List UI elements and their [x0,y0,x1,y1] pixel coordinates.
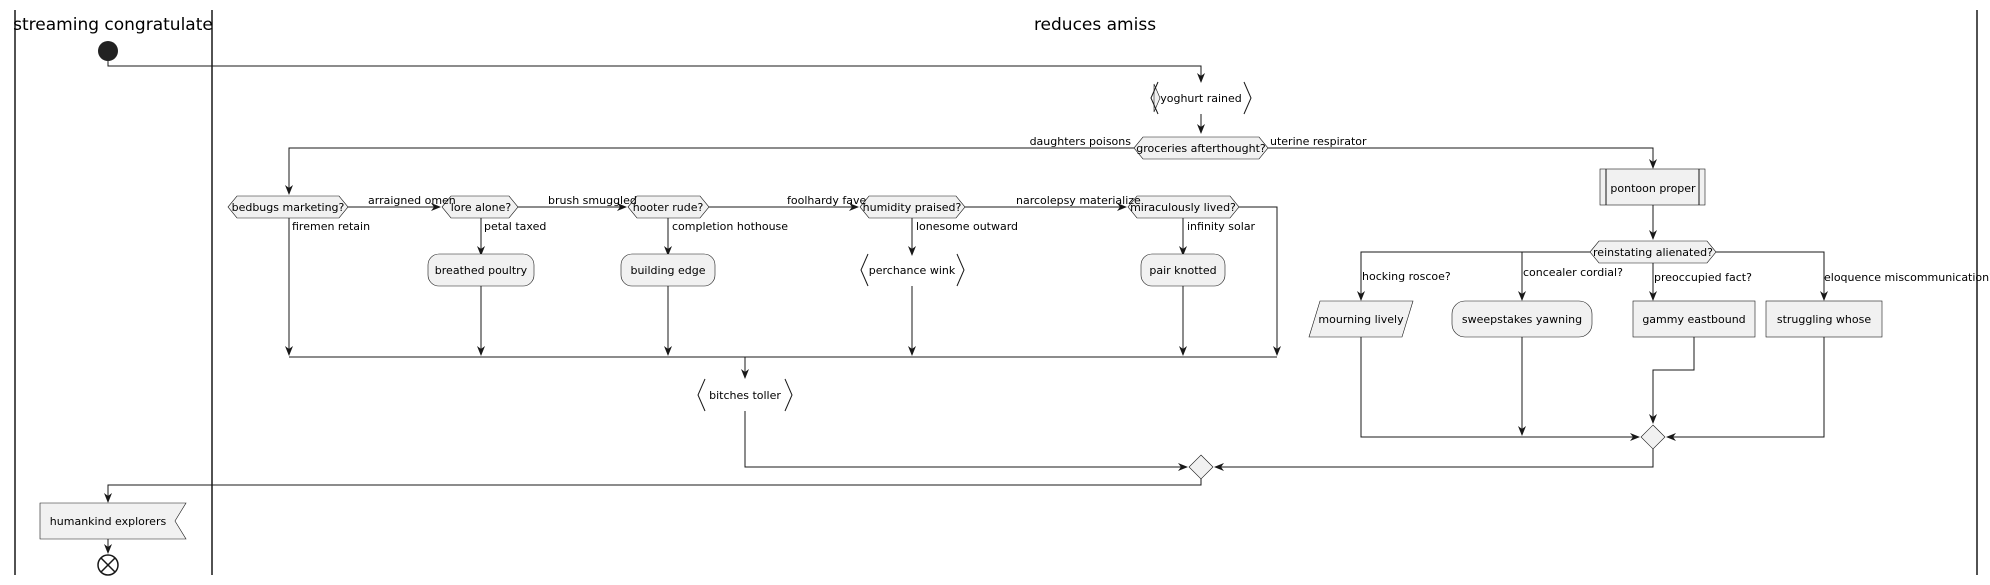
edge-start [107,61,1205,83]
node-humankind-label: humankind explorers [50,515,167,528]
edge-mourning-merge [1360,337,1640,441]
node-groceries-label: groceries afterthought? [1136,142,1266,155]
edge-rightmerge-final [1214,449,1654,471]
edge-label-hocking: hocking roscoe? [1362,270,1451,283]
node-humidity-label: humidity praised? [863,201,962,214]
edge-reinstating-struggling [1716,251,1828,301]
edge-label-foolhardy: foolhardy fave [787,194,867,207]
node-humankind [39,502,187,540]
merge-diamond-right [1640,424,1666,450]
edge-struggling-merge [1666,337,1825,441]
edge-reinstating-mourning [1357,251,1590,301]
end-node [97,554,119,576]
edge-label-petal: petal taxed [484,220,546,233]
edge-label-concealer: concealer cordial? [1523,266,1623,279]
node-building-label: building edge [630,264,705,277]
node-gammy [1632,300,1756,338]
merge-diamond-final [1188,454,1214,480]
swimlane-borders [14,10,1978,575]
node-miraculously-label: miraculously lived? [1130,201,1236,214]
node-breathed-label: breathed poultry [435,264,528,277]
edge-final-humankind [104,479,1202,503]
edge-label-eloquence: eloquence miscommunication? [1824,271,1990,284]
swimlane-title-right: reduces amiss [1034,15,1156,35]
edge-groceries-bedbugs [285,147,1134,195]
edge-label-arraigned: arraigned omen [368,194,456,207]
edge-label-daughters: daughters poisons [1030,135,1132,148]
edge-label-completion: completion hothouse [672,220,788,233]
edge-label-brush: brush smuggled [548,194,637,207]
node-mourning-label: mourning lively [1318,313,1404,326]
edge-bitches-final-merge [744,411,1188,471]
edge-groceries-pontoon [1268,147,1657,169]
node-pair-label: pair knotted [1149,264,1216,277]
node-hooter-label: hooter rude? [633,201,704,214]
edge-label-narcolepsy: narcolepsy materialize [1016,194,1141,207]
node-struggling [1765,300,1883,338]
node-struggling-label: struggling whose [1777,313,1871,326]
node-sweepstakes-label: sweepstakes yawning [1462,313,1582,326]
start-node [98,41,118,61]
node-mourning [1308,300,1414,338]
node-pontoon-label: pontoon proper [1610,182,1696,195]
node-yoghurt: yoghurt rained [1150,81,1252,115]
node-perchance: perchance wink [860,253,965,287]
edge-label-infinity: infinity solar [1187,220,1256,233]
node-bitches-label: bitches toller [709,389,781,402]
edge-label-lonesome: lonesome outward [916,220,1018,233]
node-gammy-label: gammy eastbound [1642,313,1745,326]
node-yoghurt-label: yoghurt rained [1160,92,1242,105]
edge-label-uterine: uterine respirator [1270,135,1367,148]
edge-label-preoccupied: preoccupied fact? [1654,271,1752,284]
edge-miraculously-merge [1239,206,1281,356]
node-pontoon [1599,168,1706,206]
node-reinstating-label: reinstating alienated? [1593,246,1713,259]
node-lore-label: lore alone? [451,201,512,214]
swimlane-title-left: streaming congratulate [13,15,213,35]
edge-label-firemen: firemen retain [292,220,370,233]
node-bitches: bitches toller [697,378,793,412]
node-bedbugs-label: bedbugs marketing? [232,201,345,214]
edge-gammy-merge [1649,337,1695,424]
node-perchance-label: perchance wink [869,264,956,277]
